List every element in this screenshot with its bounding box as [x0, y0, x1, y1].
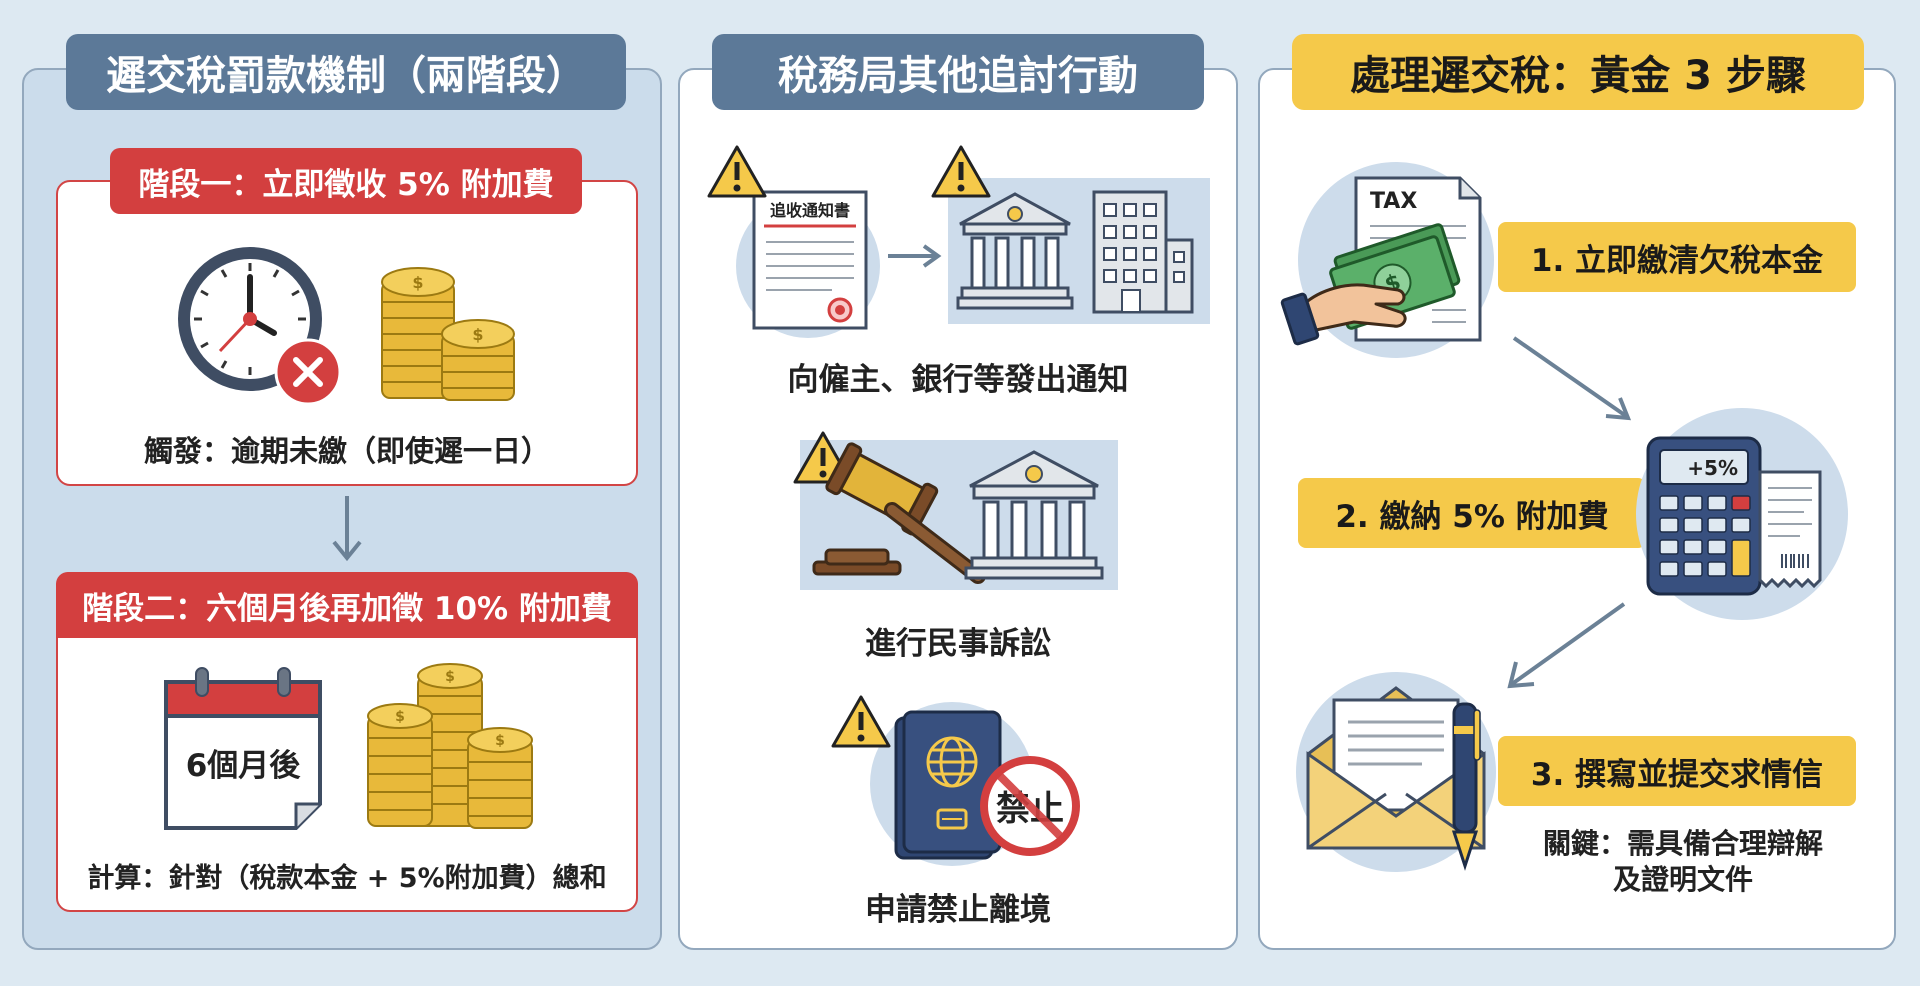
- penalty-mechanism-title: 遲交稅罰款機制（兩階段）: [66, 34, 626, 110]
- arrow-to-step2-icon: [1512, 336, 1632, 421]
- envelope-letter-icon: [1296, 672, 1496, 872]
- calendar-text: 6個月後: [186, 748, 302, 784]
- pen-icon: [1451, 702, 1481, 871]
- cancel-icon: [274, 338, 342, 406]
- notice-document-title: 追收通知書: [770, 201, 850, 220]
- stage1-card: [56, 180, 638, 486]
- step1-label: 1. 立即繳清欠稅本金: [1498, 222, 1856, 292]
- svg-text:$: $: [395, 709, 405, 725]
- warning-icon: [931, 145, 991, 198]
- cash-hand-icon: $: [1280, 223, 1461, 346]
- step3-note-line1: 關鍵：需具備合理辯解: [1542, 827, 1823, 860]
- notice-document-icon: 追收通知書: [736, 190, 880, 338]
- receipt-icon: [1758, 470, 1822, 589]
- action3-caption: 申請禁止離境: [865, 892, 1051, 928]
- svg-text:$: $: [445, 669, 455, 685]
- prohibited-icon: 禁止: [980, 756, 1080, 856]
- tax-document-text: TAX: [1370, 189, 1417, 214]
- stage2-caption: 計算：針對（稅款本金 + 5%附加費）總和: [87, 863, 607, 894]
- action2-caption: 進行民事訴訟: [865, 626, 1051, 662]
- office-building-icon: [1092, 190, 1194, 314]
- calendar-icon: 6個月後: [164, 667, 322, 830]
- coin-stack-icon: $ $: [381, 267, 515, 401]
- bank-icon: [956, 192, 1074, 310]
- step2-label: 2. 繳納 5% 附加費: [1298, 478, 1646, 548]
- action1-caption: 向僱主、銀行等發出通知: [787, 362, 1129, 398]
- svg-text:$: $: [472, 325, 483, 344]
- step3-label: 3. 撰寫並提交求情信: [1498, 736, 1856, 806]
- gavel-icon: [812, 442, 986, 584]
- stage2-label: 階段二：六個月後再加徵 10% 附加費: [56, 572, 638, 638]
- stage1-caption: 觸發：逾期未繳（即使遲一日）: [143, 434, 550, 468]
- golden-steps-title: 處理遲交稅：黃金 3 步驟: [1292, 34, 1864, 110]
- right-arrow-icon: [888, 244, 942, 268]
- calculator-icon: +5%: [1636, 408, 1848, 620]
- calculator-display: +5%: [1687, 456, 1738, 480]
- recovery-actions-title: 稅務局其他追討行動: [712, 34, 1204, 110]
- coin-stack-icon: $ $ $: [367, 663, 533, 829]
- step3-note-line2: 及證明文件: [1612, 863, 1753, 896]
- svg-text:$: $: [495, 733, 505, 749]
- warning-icon: [707, 145, 767, 198]
- arrow-to-step3-icon: [1507, 602, 1626, 689]
- courthouse-icon: [964, 450, 1104, 580]
- svg-text:$: $: [412, 273, 423, 292]
- stage1-label: 階段一：立即徵收 5% 附加費: [110, 148, 582, 214]
- down-arrow-icon: [332, 496, 362, 562]
- warning-icon: [831, 695, 891, 748]
